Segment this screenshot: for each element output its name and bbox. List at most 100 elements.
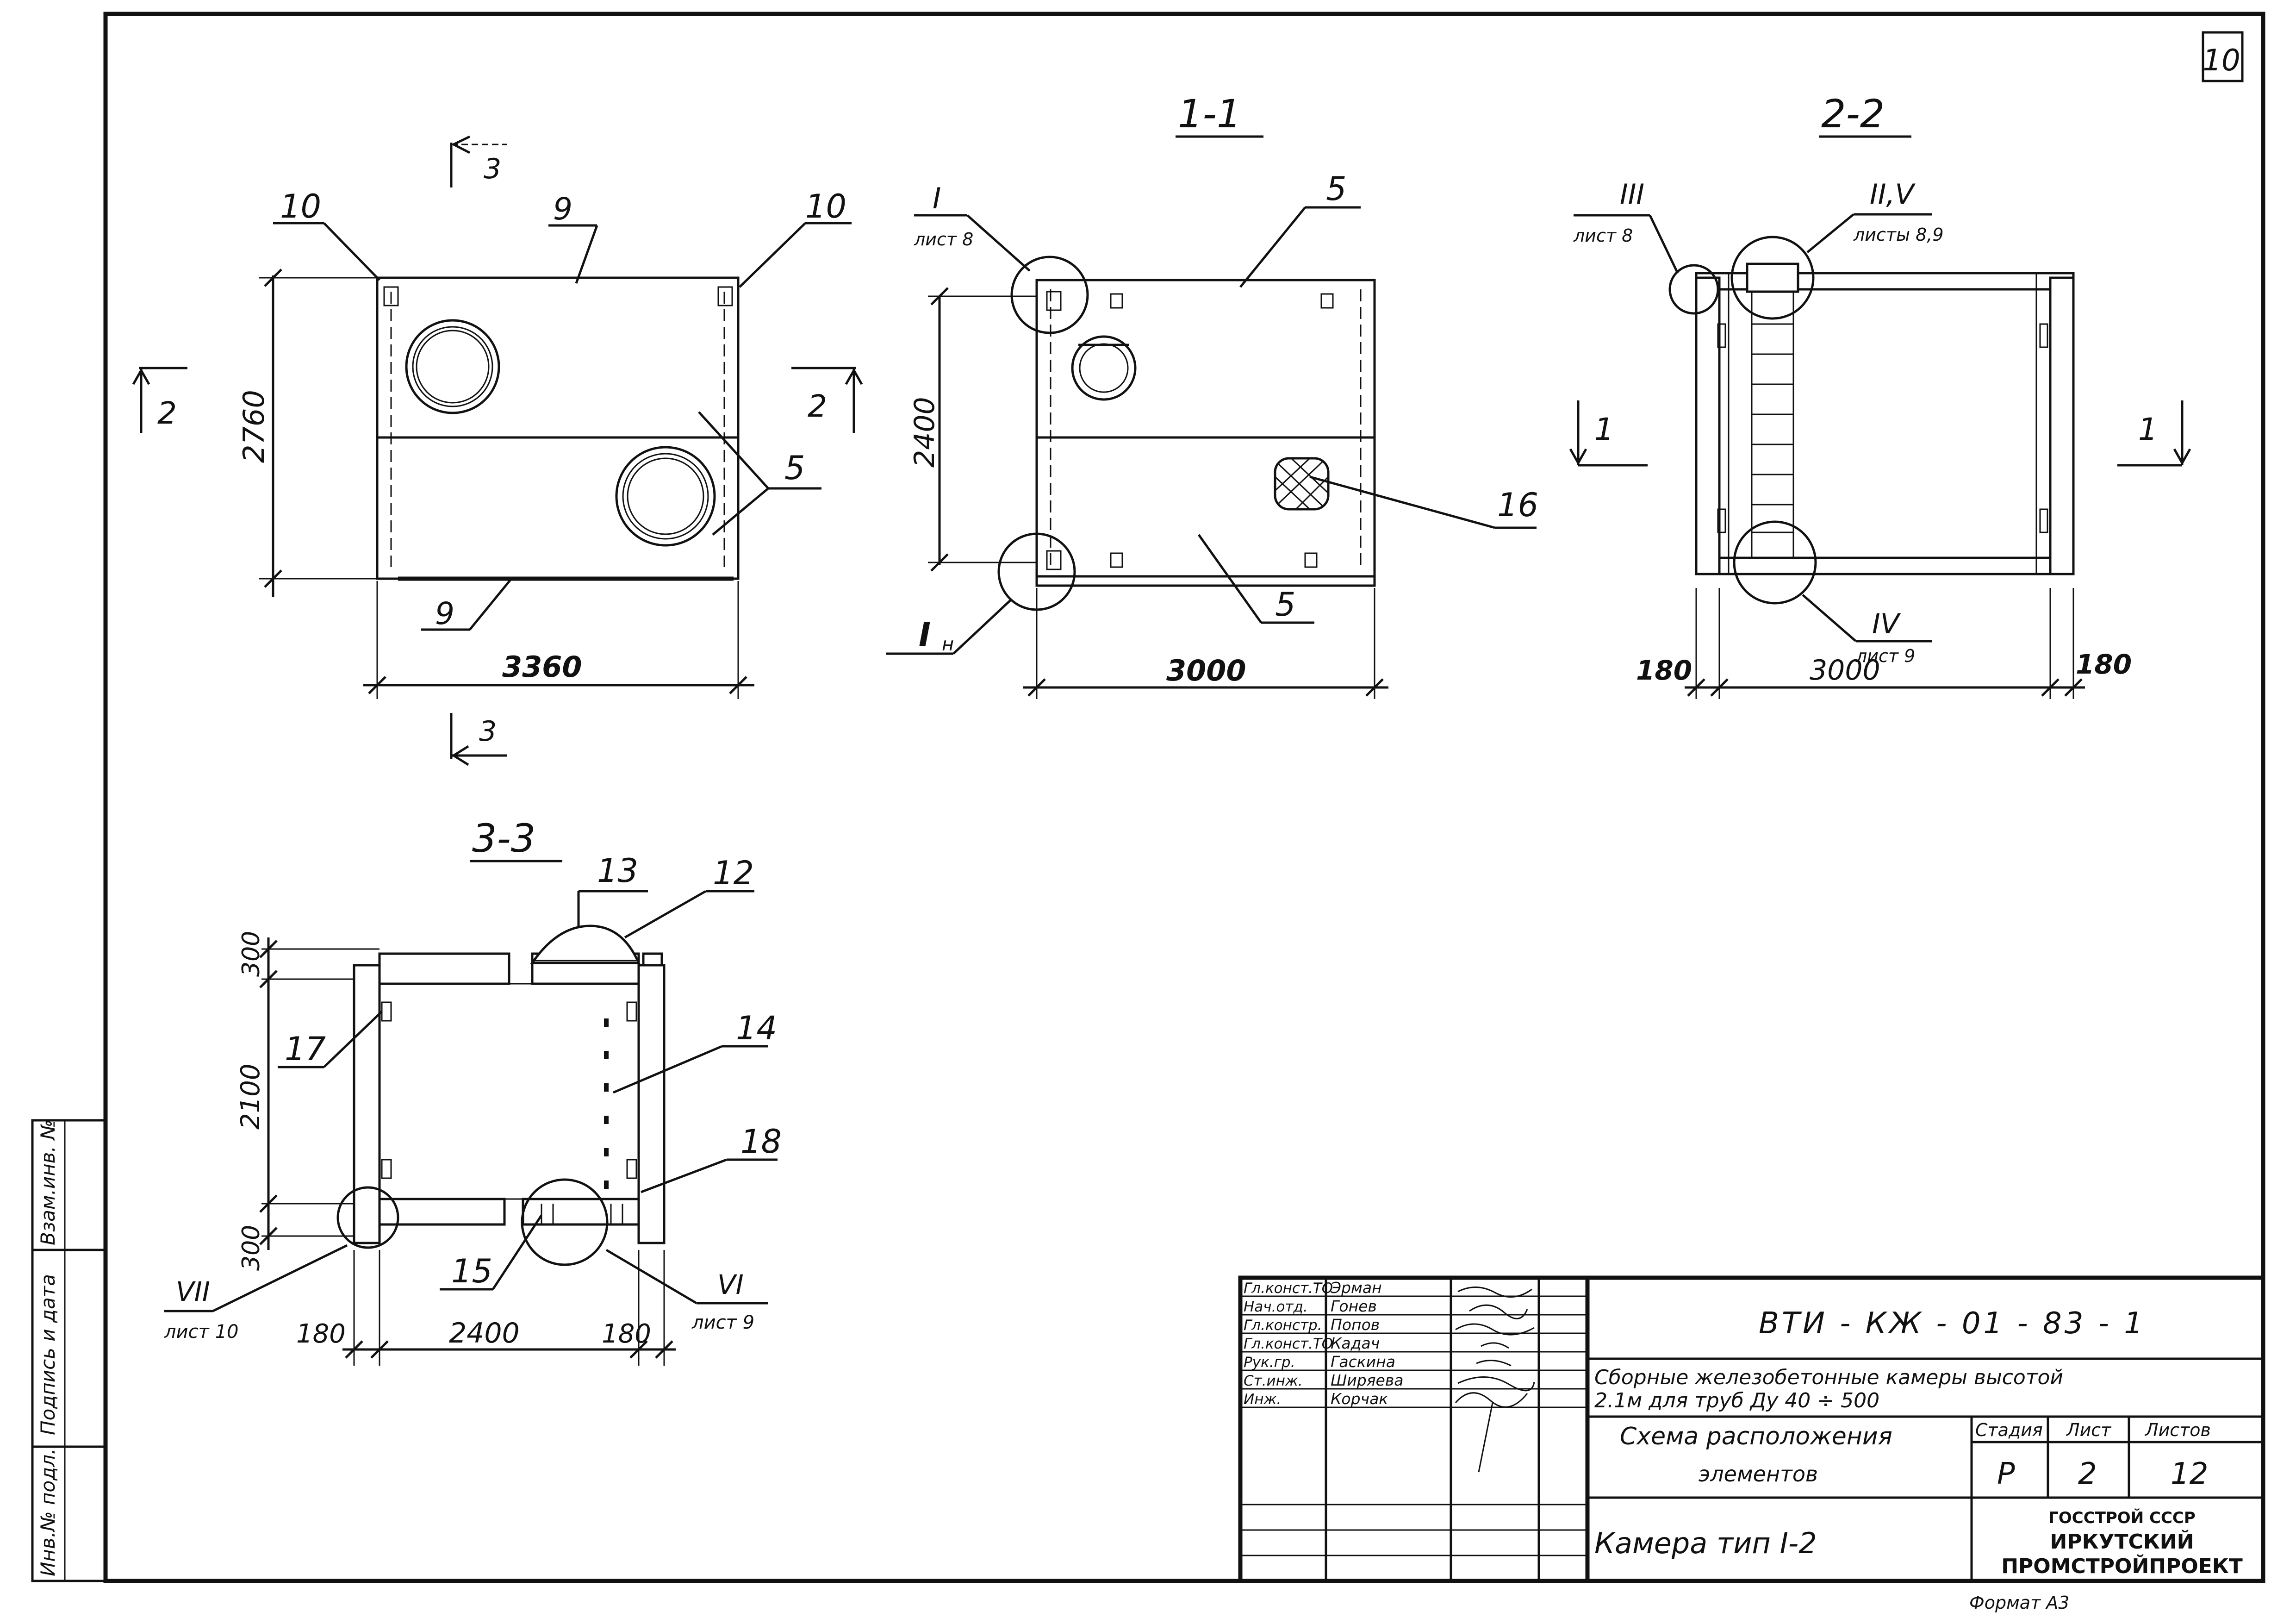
- s11-detail-circle-top: [1010, 256, 1089, 334]
- paper-format: Формат А3: [1969, 1593, 2069, 1613]
- s33-detail-left-numeral: VII: [176, 1276, 210, 1307]
- name-4: Гаскина: [1331, 1353, 1395, 1371]
- s11-title: 1-1: [1178, 91, 1241, 137]
- signatures: [1455, 1287, 1535, 1473]
- s33-dim-180-left: 180: [296, 1319, 346, 1349]
- s33-callout-12: 12: [713, 854, 754, 892]
- s22-detail-circle-bottom: [1733, 520, 1817, 605]
- description-line-1: Сборные железобетонные камеры высотой: [1594, 1366, 2063, 1389]
- s33-manhole-cap: [530, 924, 641, 964]
- sheet-number-box: [2202, 31, 2244, 82]
- s11-detail-bottom-numeral: I: [919, 616, 931, 654]
- role-5: Ст.инж.: [1244, 1373, 1303, 1389]
- s33-dim-2400: 2400: [449, 1317, 520, 1349]
- s33-callout-17: 17: [285, 1030, 326, 1068]
- s22-detail-top-sheet: листы 8,9: [1853, 225, 1944, 245]
- name-5: Шиpяева: [1331, 1371, 1404, 1389]
- role-2: Гл.констр.: [1244, 1317, 1322, 1334]
- s11-dim-3000: 3000: [1166, 654, 1246, 687]
- role-6: Инж.: [1244, 1391, 1281, 1408]
- s22-dim-180-right: 180: [2076, 649, 2132, 680]
- plan-section-mark-3-bottom: 3: [450, 713, 507, 766]
- chamber-type: Камера тип I-2: [1594, 1526, 1817, 1560]
- s11-detail-top-sheet: лист 8: [914, 229, 973, 250]
- s33-detail-circle-right: [521, 1178, 609, 1266]
- drawing-title-1: Схема расположения: [1620, 1423, 1892, 1450]
- plan-outline: [376, 276, 740, 580]
- sheet-value: 2: [2078, 1457, 2097, 1491]
- plan-pipe-opening: [405, 319, 500, 414]
- s33-callout-14: 14: [736, 1009, 777, 1047]
- svg-text:3: 3: [484, 153, 501, 185]
- s11-callout-16: 16: [1497, 486, 1538, 524]
- plan-section-mark-2-right: 2: [791, 367, 863, 433]
- s22-detail-top-numeral: II,V: [1870, 178, 1916, 211]
- plan-pipe-opening: [615, 446, 716, 547]
- svg-text:1: 1: [1594, 412, 1614, 447]
- plan-callout-5: 5: [784, 449, 805, 487]
- s33-ladder-rungs: [604, 1018, 609, 1189]
- sheet-frame: [103, 12, 2265, 1583]
- svg-text:1: 1: [2138, 412, 2158, 447]
- drawing-title-2: элементов: [1699, 1462, 1818, 1487]
- name-3: Кадач: [1331, 1334, 1380, 1352]
- role-1: Нач.отд.: [1244, 1299, 1308, 1315]
- plan-callout-9-bottom: 9: [435, 596, 454, 631]
- s33-callout-18: 18: [740, 1123, 782, 1161]
- side-stamp-inv: Инв.№ подл.: [37, 1449, 59, 1576]
- plan-view: 10 10 9 9 5 3 3 2: [132, 135, 863, 766]
- s33-detail-right-numeral: VI: [717, 1269, 744, 1300]
- s11-detail-top-numeral: I: [933, 181, 941, 215]
- s22-detail-circle-top: [1730, 236, 1815, 320]
- plan-section-mark-2-left: 2: [132, 367, 187, 433]
- org-line-1: ГОССТРОЙ СССР: [2048, 1508, 2196, 1527]
- s11-dim-2400: 2400: [908, 397, 941, 468]
- s11-callout-5-top: 5: [1326, 170, 1347, 208]
- s22-detail-bottom-numeral: IV: [1872, 608, 1901, 640]
- stage-value: Р: [1997, 1457, 2015, 1491]
- plan-callout-10-right: 10: [805, 187, 846, 225]
- s22-section-mark-1-right: 1: [2117, 400, 2191, 467]
- s22-detail-circle-tl: [1668, 264, 1719, 315]
- plan-callout-9-top: 9: [553, 191, 572, 227]
- role-0: Гл.конст.ТО: [1244, 1280, 1333, 1297]
- s33-callout-15: 15: [451, 1252, 492, 1290]
- svg-text:2: 2: [157, 395, 177, 431]
- s22-title: 2-2: [1821, 91, 1885, 137]
- s33-title: 3-3: [472, 816, 535, 861]
- s11-detail-bottom-sub: н: [942, 634, 954, 655]
- plan-dim-3360: 3360: [502, 650, 582, 684]
- s11-callout-5-bottom: 5: [1275, 586, 1296, 624]
- title-block: Гл.конст.ТО Нач.отд. Гл.констр. Гл.конст…: [1238, 1275, 2265, 1583]
- name-6: Корчак: [1331, 1390, 1388, 1408]
- s33-callout-13: 13: [597, 852, 638, 890]
- s11-hatched-opening: [1274, 457, 1330, 511]
- section-3-3: 3-3 13 12 14 17 18 15 VII: [164, 816, 782, 1366]
- name-2: Попов: [1331, 1316, 1380, 1334]
- sheets-label: Листов: [2144, 1420, 2211, 1440]
- role-3: Гл.конст.ТО: [1244, 1336, 1333, 1352]
- plan-callout-10-left: 10: [280, 187, 321, 225]
- org-line-2: ИРКУТСКИЙ: [2050, 1529, 2194, 1554]
- description-line-2: 2.1м для труб Ду 40 ÷ 500: [1594, 1389, 1879, 1412]
- svg-text:3: 3: [479, 715, 497, 748]
- s33-detail-right-sheet: лист 9: [691, 1312, 754, 1333]
- s33-dim-2100: 2100: [236, 1063, 266, 1130]
- plan-dim-2760: 2760: [237, 390, 271, 463]
- section-2-2: 2-2 III лист 8 II,V листы 8,9 IV лист 9: [1569, 91, 2191, 699]
- s22-dim-3000: 3000: [1810, 654, 1880, 687]
- s22-detail-tl-numeral: III: [1620, 178, 1644, 211]
- org-line-3: ПРОМСТРОЙПРОЕКТ: [2001, 1554, 2243, 1578]
- s33-detail-left-sheet: лист 10: [164, 1321, 238, 1343]
- s22-dim-180-left: 180: [1636, 655, 1692, 686]
- stage-label: Стадия: [1975, 1420, 2043, 1440]
- side-stamp-sign: Подпись и дата: [37, 1274, 59, 1435]
- sheet-number: 10: [2203, 44, 2240, 78]
- svg-text:2: 2: [808, 388, 827, 424]
- section-1-1: 1-1 5 5 16 I лист 8 I н: [886, 91, 1538, 699]
- side-stamp-replace: Взам.инв. №: [37, 1119, 59, 1245]
- s11-manhole-opening: [1071, 335, 1137, 401]
- sheet-label: Лист: [2066, 1420, 2112, 1440]
- s22-detail-bottom-sheet: лист 9: [1855, 646, 1915, 666]
